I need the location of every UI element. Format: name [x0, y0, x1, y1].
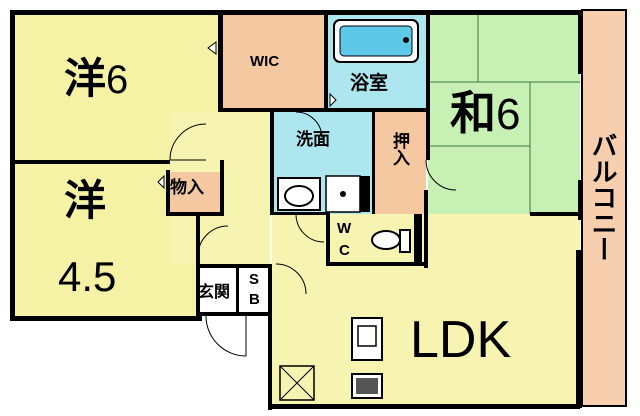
- entrance-area: [196, 268, 238, 314]
- balcony-area: [582, 10, 626, 406]
- balcony-label: バルコニー: [587, 132, 617, 262]
- walls: [10, 10, 582, 410]
- room-wic-area: [222, 14, 326, 110]
- shoe-box-label-b: B: [249, 291, 260, 308]
- room-bathroom-label: 浴室: [350, 72, 389, 94]
- shoe-box-label-s: S: [249, 271, 260, 288]
- closet-area: [374, 112, 426, 214]
- door-swings: [169, 111, 457, 357]
- room-storage-label: 物入: [170, 178, 204, 198]
- tatami-lines: [428, 14, 580, 214]
- door-markers: [157, 41, 337, 190]
- bathtub-drain: [403, 37, 409, 43]
- room-western-6-label: 洋6: [64, 58, 129, 102]
- room-western-6-size: 6: [106, 58, 129, 102]
- shoe-box-area: [238, 268, 270, 314]
- room-western-45-kanji: 洋: [64, 176, 107, 225]
- fridge-space: [279, 365, 315, 401]
- toilet-bowl: [371, 230, 401, 250]
- entrance-label: 玄関: [198, 282, 231, 301]
- room-japanese-6-label: 和6: [450, 90, 520, 137]
- room-japanese-6-area: [428, 14, 580, 214]
- room-washroom-label: 洗面: [296, 130, 330, 150]
- wash-basin-bowl: [284, 185, 314, 207]
- washing-machine-shelf: [360, 176, 370, 212]
- balcony-outline: [581, 9, 627, 407]
- kitchen-sink-bowl: [357, 325, 377, 347]
- wc-label-c: C: [339, 242, 350, 259]
- fridge-space-cross-2: [279, 365, 315, 401]
- storage-area: [168, 172, 222, 214]
- room-closet-label: 押入: [389, 132, 409, 166]
- toilet-wall: [414, 214, 422, 264]
- kitchen-stove-burners: [356, 378, 378, 394]
- washing-machine-drain: [340, 191, 346, 197]
- toilet-tank: [399, 229, 411, 253]
- room-wic-label: WIC: [250, 53, 280, 70]
- room-ldk-label: LDK: [410, 311, 512, 369]
- room-japanese-6-size: 6: [496, 90, 521, 139]
- wc-label-w: W: [337, 220, 352, 237]
- room-western-45-size: 4.5: [58, 253, 117, 300]
- bathtub-inner: [339, 25, 413, 57]
- room-western-6-kanji: 洋: [64, 54, 107, 103]
- room-japanese-6-kanji: 和: [450, 86, 496, 140]
